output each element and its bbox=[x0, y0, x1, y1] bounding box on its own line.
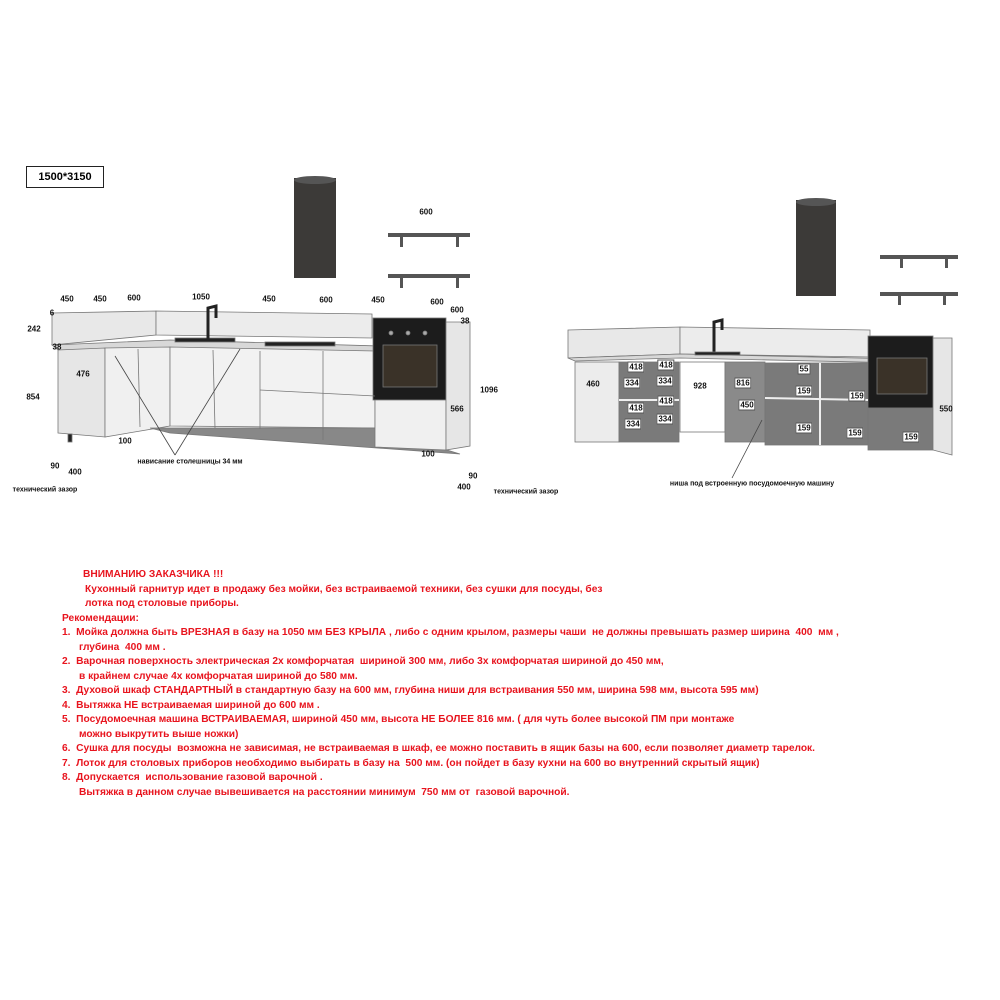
dim-38-right: 38 bbox=[460, 316, 470, 326]
dim-plinth-right: 100 bbox=[421, 449, 435, 459]
dim-90-left: 90 bbox=[50, 461, 60, 471]
range-hood-right bbox=[796, 198, 836, 296]
note-line: 4. Вытяжка НЕ встраиваемая шириной до 60… bbox=[62, 699, 320, 711]
overhang-note: нависание столешницы 34 мм bbox=[137, 458, 243, 466]
dim-depth-top: 600 bbox=[450, 305, 464, 315]
dim-159: 159 bbox=[848, 390, 866, 402]
note-line: можно выкрутить выше ножки) bbox=[62, 728, 239, 740]
dim-334: 334 bbox=[623, 377, 641, 389]
dim-159: 159 bbox=[902, 431, 920, 443]
range-hood-left bbox=[294, 176, 336, 278]
note-line: 2. Варочная поверхность электрическая 2х… bbox=[62, 656, 664, 667]
dim-566: 566 bbox=[450, 404, 464, 414]
dim-476: 476 bbox=[76, 369, 90, 379]
wall-shelves-left bbox=[388, 233, 470, 288]
dim-460: 460 bbox=[586, 379, 600, 389]
kitchen-right-render bbox=[567, 318, 953, 479]
dim-top-7: 450 bbox=[371, 295, 385, 305]
tech-gap-note-right: технический зазор bbox=[493, 488, 559, 496]
dim-159: 159 bbox=[846, 427, 864, 439]
dim-90-right: 90 bbox=[468, 471, 478, 481]
dim-159: 159 bbox=[795, 385, 813, 397]
note-line: 3. Духовой шкаф СТАНДАРТНЫЙ в стандартну… bbox=[62, 685, 759, 696]
dim-plinth-left: 100 bbox=[118, 436, 132, 446]
dim-928: 928 bbox=[693, 381, 707, 391]
dim-418: 418 bbox=[627, 361, 645, 373]
tech-gap-note-left: технический зазор bbox=[12, 486, 78, 494]
dim-top-1: 450 bbox=[60, 294, 74, 304]
intro-line-1: Кухонный гарнитур идет в продажу без мой… bbox=[85, 583, 603, 595]
wall-shelves-right bbox=[880, 255, 958, 305]
dim-top-8: 600 bbox=[430, 297, 444, 307]
dishwasher-niche-note: ниша под встроенную посудомоечную машину bbox=[669, 480, 835, 488]
note-line: 7. Лоток для столовых приборов необходим… bbox=[62, 757, 760, 769]
note-line: 8. Допускается использование газовой вар… bbox=[62, 772, 323, 783]
recommendations-title: Рекомендации: bbox=[62, 612, 139, 624]
dim-1096: 1096 bbox=[480, 385, 498, 395]
size-label: 1500*3150 bbox=[26, 166, 104, 188]
dim-242: 242 bbox=[27, 324, 41, 334]
dim-top-5: 450 bbox=[262, 294, 276, 304]
dim-550: 550 bbox=[939, 404, 953, 414]
dim-334: 334 bbox=[624, 418, 642, 430]
dim-38-left: 38 bbox=[52, 342, 62, 352]
dim-334: 334 bbox=[656, 375, 674, 387]
note-line: Вытяжка в данном случае вывешивается на … bbox=[62, 786, 570, 798]
dim-shelf-width: 600 bbox=[419, 207, 433, 217]
dim-top-3: 600 bbox=[127, 293, 141, 303]
kitchen-left-render bbox=[50, 304, 471, 456]
dim-450: 450 bbox=[738, 399, 756, 411]
dim-816: 816 bbox=[734, 377, 752, 389]
dim-854: 854 bbox=[26, 392, 40, 402]
dim-400-left: 400 bbox=[68, 467, 82, 477]
dim-418: 418 bbox=[657, 359, 675, 371]
note-line: 5. Посудомоечная машина ВСТРАИВАЕМАЯ, ши… bbox=[62, 714, 735, 725]
dim-gap-6: 6 bbox=[49, 308, 55, 318]
note-line: 6. Сушка для посуды возможна не зависима… bbox=[62, 743, 815, 754]
intro-line-2: лотка под столовые приборы. bbox=[85, 598, 239, 609]
note-line: 1. Мойка должна быть ВРЕЗНАЯ в базу на 1… bbox=[62, 627, 839, 638]
dim-top-2: 450 bbox=[93, 294, 107, 304]
dim-334: 334 bbox=[656, 413, 674, 425]
attention-heading: ВНИМАНИЮ ЗАКАЗЧИКА !!! bbox=[83, 569, 224, 580]
dim-400-right: 400 bbox=[457, 482, 471, 492]
dim-top-4: 1050 bbox=[192, 292, 210, 302]
dim-159: 159 bbox=[795, 422, 813, 434]
dim-55: 55 bbox=[797, 363, 811, 375]
note-line: в крайнем случае 4х комфорчатая шириной … bbox=[62, 670, 358, 682]
dim-418: 418 bbox=[627, 402, 645, 414]
customer-notes: ВНИМАНИЮ ЗАКАЗЧИКА !!! Кухонный гарнитур… bbox=[62, 568, 862, 800]
dim-418: 418 bbox=[657, 395, 675, 407]
dim-top-6: 600 bbox=[319, 295, 333, 305]
note-line: глубина 400 мм . bbox=[62, 641, 166, 653]
